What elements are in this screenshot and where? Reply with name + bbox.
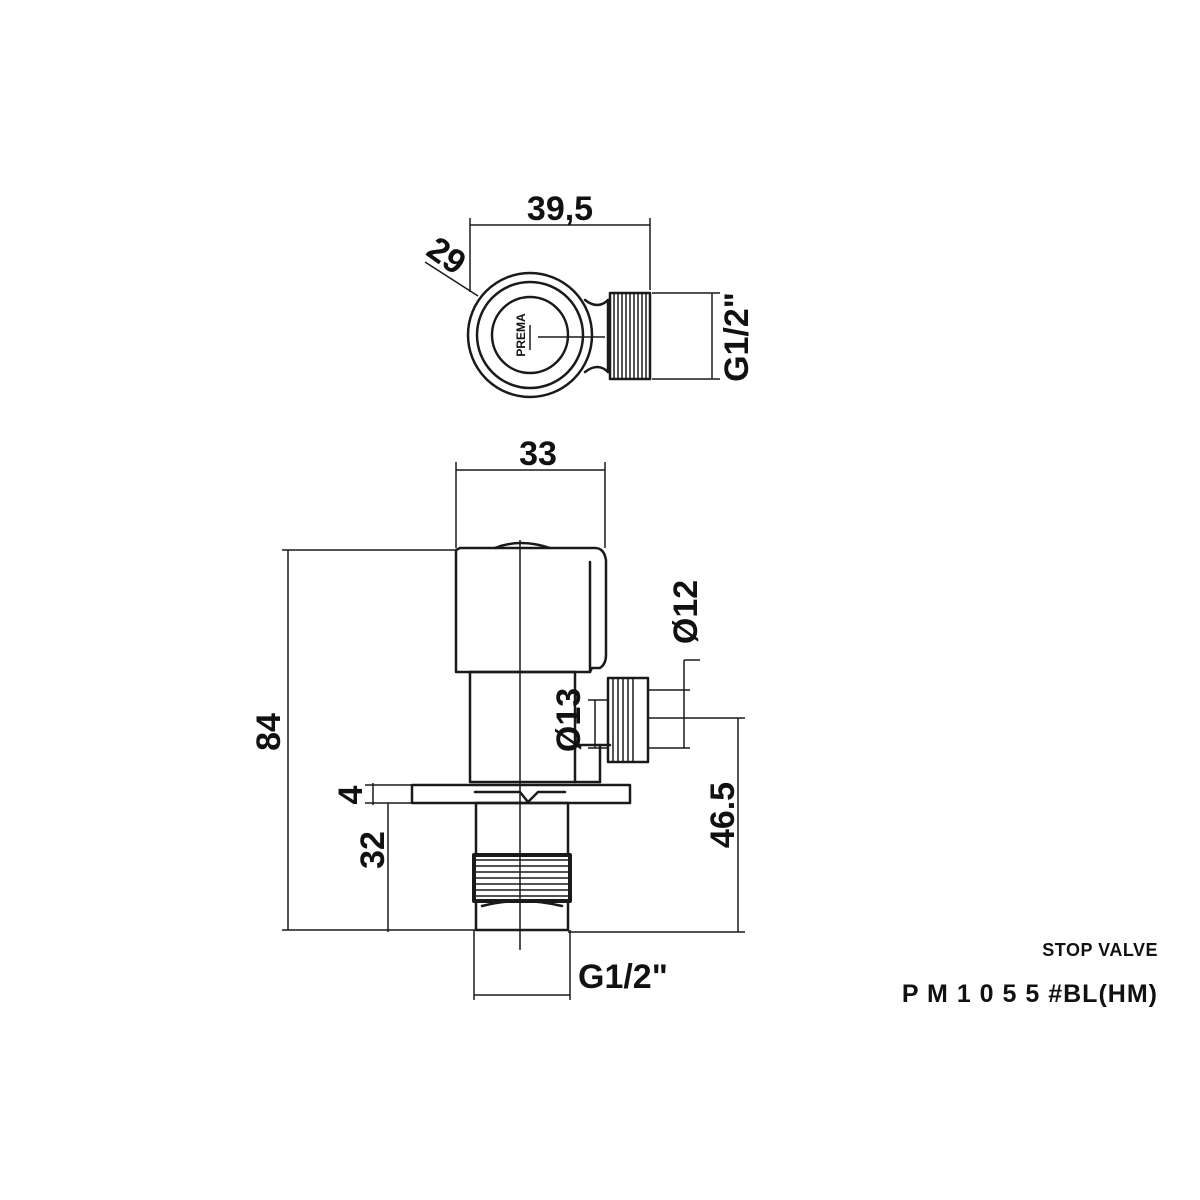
head-middle-ring — [475, 280, 585, 390]
dim-top-width: 39,5 — [527, 190, 593, 228]
title-block-name: STOP VALVE — [1042, 940, 1158, 960]
outlet-threads — [613, 293, 647, 379]
head-inner-ring — [490, 295, 570, 375]
handle-top-dome — [493, 541, 552, 550]
dim-thread-length: 32 — [354, 831, 392, 869]
body-stem — [468, 670, 577, 784]
front-view: 33 84 4 32 46.5 Ø12 Ø13 G1/2" — [250, 435, 745, 1000]
dim-top-diameter: 29 — [420, 230, 473, 283]
title-block-code: P M 1 0 5 5 #BL(HM) — [901, 980, 1158, 1008]
dim-outlet-height: 46.5 — [704, 782, 742, 848]
outlet-body — [606, 676, 650, 764]
bottom-end — [474, 899, 570, 932]
dim-flange-thickness: 4 — [332, 785, 370, 804]
neck-top — [583, 298, 610, 307]
handle-cap — [454, 546, 608, 674]
dim-line-diameter — [424, 261, 479, 297]
dim-total-height: 84 — [250, 713, 288, 751]
outlet-threads-front — [612, 678, 634, 762]
bottom-threads — [474, 859, 570, 897]
brand-label: PREMA — [514, 313, 528, 357]
lower-shank — [474, 801, 570, 857]
top-view: PREMA 39,5 29 G1/2" — [420, 190, 756, 399]
dim-body-width: 33 — [519, 435, 557, 473]
dim-outlet-dia-inner: Ø13 — [550, 688, 588, 752]
head-outer-ring — [466, 271, 594, 399]
dim-bottom-thread: G1/2" — [578, 958, 668, 996]
dim-outlet-dia-outer: Ø12 — [667, 580, 705, 644]
neck-bottom — [583, 365, 610, 374]
dim-top-thread: G1/2" — [718, 292, 756, 382]
bottom-end-curve — [480, 899, 564, 908]
